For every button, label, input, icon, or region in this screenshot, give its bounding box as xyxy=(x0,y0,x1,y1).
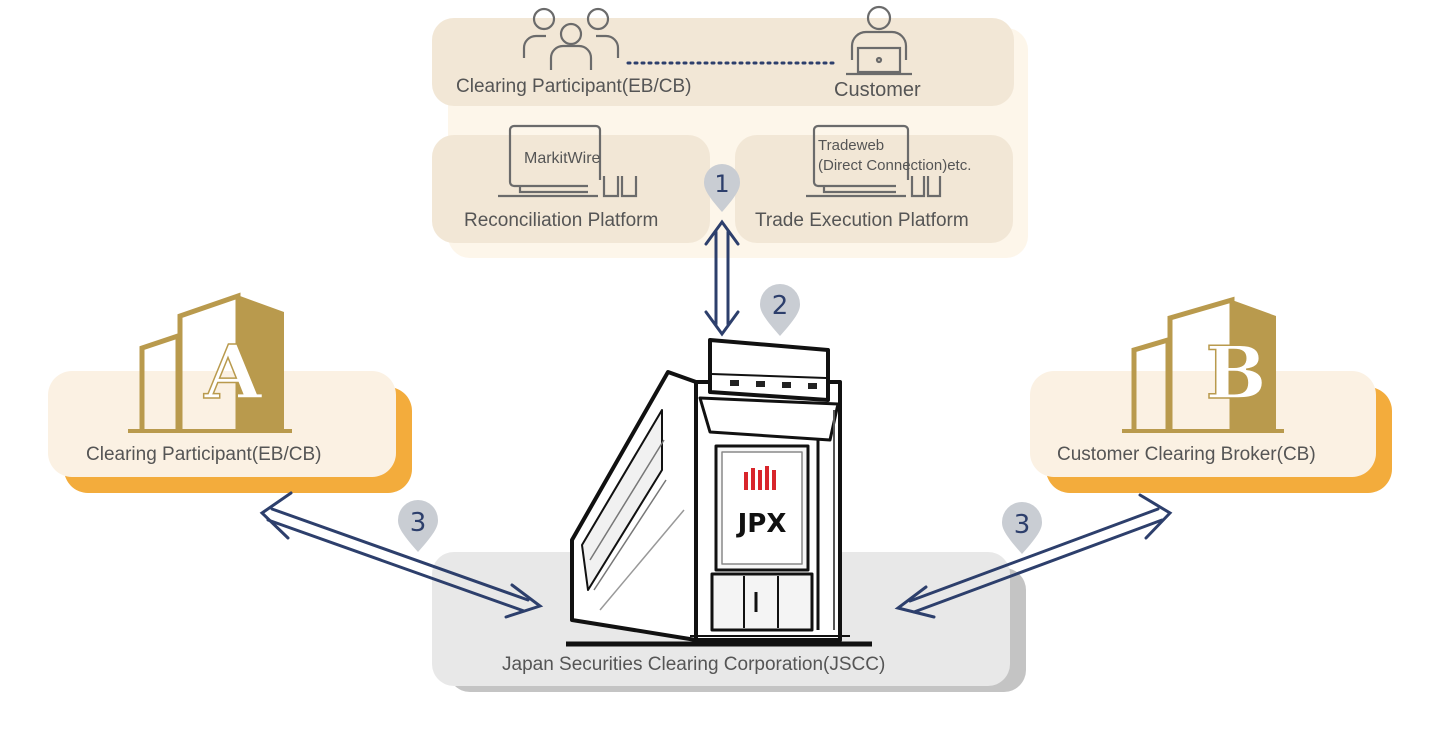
jscc-building-icon xyxy=(566,338,872,647)
jpx-logo-icon xyxy=(744,466,776,490)
jscc-label: Japan Securities Clearing Corporation(JS… xyxy=(502,654,886,675)
customer-label: Customer xyxy=(834,79,921,101)
tradeweb-monitor-icon xyxy=(806,124,942,198)
left-card-label: Clearing Participant(EB/CB) xyxy=(86,444,322,465)
trade-execution-platform-label: Trade Execution Platform xyxy=(755,210,969,231)
markitwire-monitor-icon xyxy=(498,124,638,198)
left-card xyxy=(48,371,396,477)
arrow-right-jscc xyxy=(894,493,1173,619)
arrow-platform-jscc xyxy=(704,219,740,337)
building-b-letter: B xyxy=(1206,330,1267,415)
reconciliation-platform-label: Reconciliation Platform xyxy=(464,210,659,231)
marker-3-left-label: 3 xyxy=(410,508,427,538)
marker-3-left xyxy=(398,500,438,552)
tradeweb-screen-text-2: (Direct Connection)etc. xyxy=(818,157,972,174)
tradeweb-screen-text-1: Tradeweb xyxy=(818,137,885,154)
marker-1-label: 1 xyxy=(714,170,729,198)
right-card xyxy=(1030,371,1376,477)
marker-3-right xyxy=(1002,502,1042,554)
jpx-sign-text: JPX xyxy=(736,509,787,539)
trade-execution-platform-box xyxy=(735,135,1013,243)
reconciliation-platform-box xyxy=(432,135,710,243)
marker-2-label: 2 xyxy=(772,291,789,321)
markitwire-screen-text: MarkitWire xyxy=(524,150,601,167)
clearing-participant-top-label: Clearing Participant(EB/CB) xyxy=(456,76,692,97)
people-group-icon xyxy=(522,7,620,70)
marker-2 xyxy=(760,284,800,336)
marker-1 xyxy=(704,164,740,212)
building-b-icon xyxy=(1122,296,1284,433)
right-card-label: Customer Clearing Broker(CB) xyxy=(1057,444,1316,465)
building-a-letter: A xyxy=(203,330,263,416)
customer-laptop-icon xyxy=(846,5,912,76)
arrow-left-jscc xyxy=(259,491,544,619)
building-a-icon xyxy=(128,292,292,433)
marker-3-right-label: 3 xyxy=(1014,510,1031,540)
participants-bar xyxy=(432,18,1014,106)
